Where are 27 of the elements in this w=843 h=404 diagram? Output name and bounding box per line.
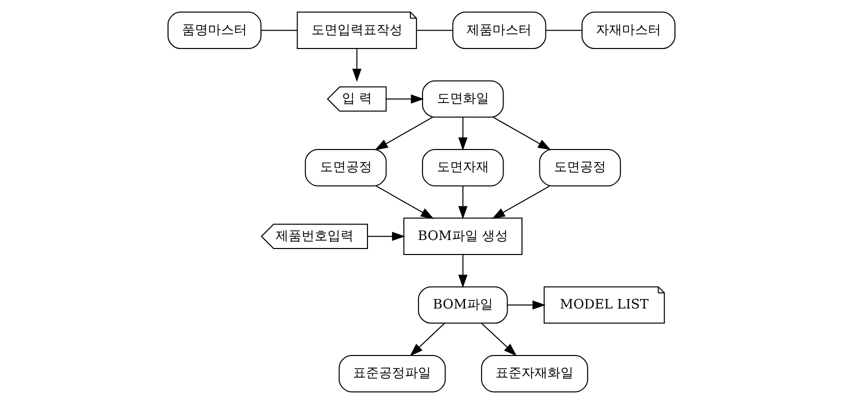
node-box: BOM파일 <box>418 286 508 324</box>
node-box: 도면자재 <box>422 148 504 186</box>
arrow <box>368 232 406 241</box>
arrow <box>507 300 546 310</box>
connector <box>546 30 582 31</box>
arrow <box>458 118 468 151</box>
node-box: 도면화일 <box>422 80 504 118</box>
connector <box>261 30 298 31</box>
arrow <box>492 186 550 219</box>
connector <box>416 30 453 31</box>
arrow <box>481 323 517 356</box>
arrow <box>386 94 424 104</box>
arrow <box>493 116 552 150</box>
node-box: 도면공정 <box>539 148 621 186</box>
node-box: 자재마스터 <box>582 12 676 50</box>
node-box: 품명마스터 <box>168 12 262 50</box>
arrow <box>374 116 433 150</box>
arrow <box>458 186 468 220</box>
arrow <box>410 323 445 356</box>
node-box: 제품마스터 <box>452 12 546 50</box>
node-box: 표준공정파일 <box>338 354 446 392</box>
node-box: 도면공정 <box>304 148 387 186</box>
arrow <box>352 48 362 82</box>
arrow <box>458 254 468 288</box>
node-box: 표준자재화일 <box>481 354 588 392</box>
node-box: BOM파일 생성 <box>403 218 522 256</box>
arrow <box>376 186 434 219</box>
